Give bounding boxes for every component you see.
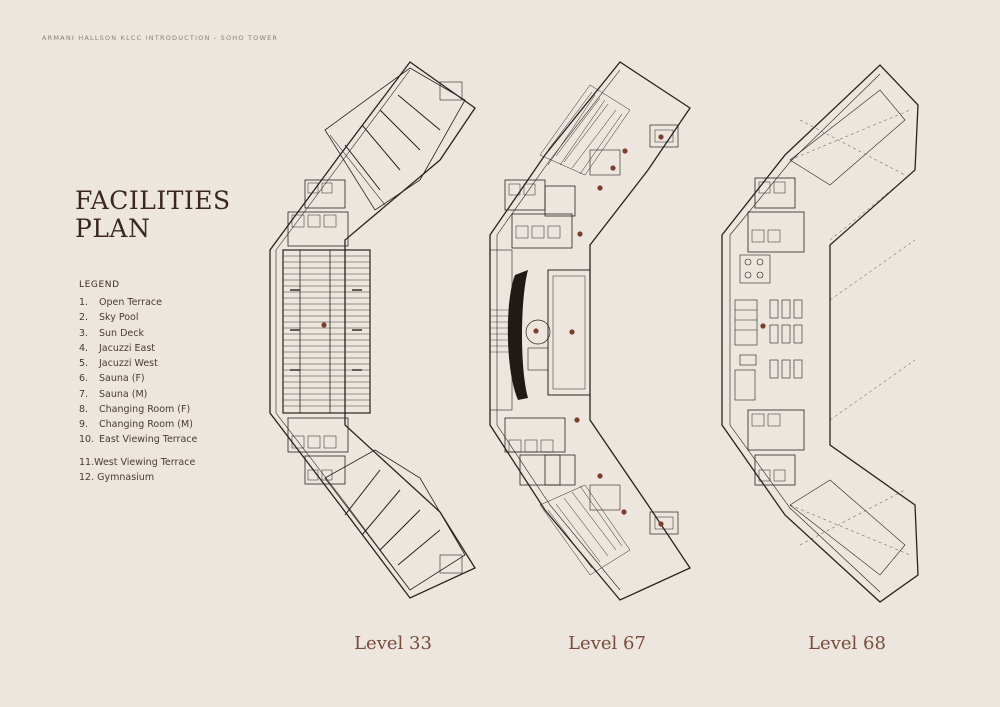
- title-line-2: PLAN: [75, 214, 151, 243]
- page-title: FACILITIES PLAN: [75, 187, 231, 243]
- level-33-label: Level 33: [354, 633, 432, 654]
- legend-item: 11.West Viewing Terrace: [79, 457, 196, 468]
- legend-item-label: Sauna (M): [99, 388, 148, 400]
- legend-item: 8. Changing Room (F): [79, 404, 197, 419]
- legend-item-number: 3.: [79, 327, 89, 339]
- level-33-plan: [269, 61, 476, 599]
- legend-list-secondary: 11.West Viewing Terrace 12. Gymnasium: [79, 457, 195, 487]
- facility-marker: [577, 231, 583, 237]
- facility-marker: [533, 328, 539, 334]
- document-header: ARMANI HALLSON KLCC INTRODUCTION - SOHO …: [42, 34, 279, 42]
- facility-marker: [658, 521, 664, 527]
- legend-item-number: 10.: [79, 434, 95, 446]
- title-line-1: FACILITIES: [75, 186, 231, 215]
- legend-item-label: Jacuzzi East: [99, 342, 155, 354]
- legend-item-number: 8.: [79, 403, 89, 415]
- legend-item-label: Sun Deck: [99, 327, 144, 339]
- legend-item: 1. Open Terrace: [79, 297, 197, 312]
- legend-item: 9. Changing Room (M): [79, 419, 197, 434]
- legend-list: 1. Open Terrace 2. Sky Pool 3. Sun Deck 4. J…: [79, 297, 197, 450]
- legend-item-label: Changing Room (M): [99, 419, 193, 430]
- legend-item: 6. Sauna (F): [79, 373, 197, 388]
- legend-item-label: Changing Room (F): [99, 403, 191, 415]
- legend-item-number: 5.: [79, 358, 89, 369]
- facility-marker: [760, 323, 766, 329]
- facility-marker: [574, 417, 580, 423]
- facility-marker: [658, 134, 664, 140]
- level-67-plan: [489, 61, 691, 601]
- legend-heading: LEGEND: [79, 280, 120, 290]
- legend-item: 4. Jacuzzi East: [79, 343, 197, 358]
- facility-marker: [621, 509, 627, 515]
- facility-marker: [597, 185, 603, 191]
- legend-item: 3. Sun Deck: [79, 328, 197, 343]
- legend-item-number: 6.: [79, 373, 89, 385]
- legend-item: 7. Sauna (M): [79, 389, 197, 404]
- legend-item-number: 9.: [79, 419, 89, 430]
- facility-marker: [622, 148, 628, 154]
- level-68-plan: [721, 64, 919, 603]
- level-67-label: Level 67: [568, 633, 646, 654]
- legend-item-number: 7.: [79, 388, 89, 400]
- legend-item: 5. Jacuzzi West: [79, 358, 197, 373]
- legend-item: 12. Gymnasium: [79, 472, 155, 483]
- legend-item-number: 4.: [79, 342, 89, 354]
- legend-item-label: Jacuzzi West: [99, 358, 158, 369]
- level-68-label: Level 68: [808, 633, 886, 654]
- facility-marker: [597, 473, 603, 479]
- facility-marker: [610, 165, 616, 171]
- legend-item: 2. Sky Pool: [79, 312, 197, 327]
- legend-item-label: Open Terrace: [99, 297, 162, 308]
- legend-item-label: Sky Pool: [99, 312, 139, 324]
- legend-item: 10. East Viewing Terrace: [79, 434, 197, 449]
- legend-item-number: 1.: [79, 297, 89, 308]
- legend-item-label: East Viewing Terrace: [99, 434, 198, 446]
- legend-item-number: 2.: [79, 312, 89, 324]
- facility-marker: [569, 329, 575, 335]
- facility-marker: [321, 322, 327, 328]
- legend-item-label: Sauna (F): [99, 373, 145, 385]
